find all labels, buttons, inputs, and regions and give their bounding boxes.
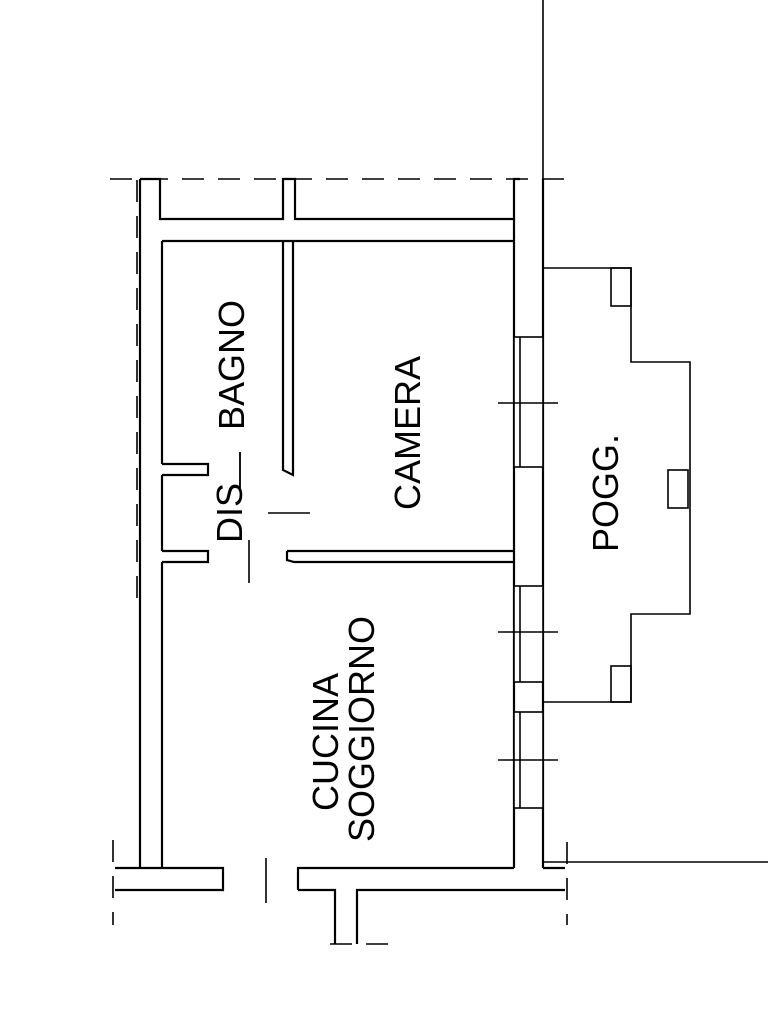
balcony-outline <box>543 267 691 703</box>
room-labels: BAGNO CAMERA DIS CUCINA SOGGIORNO POGG. <box>209 300 626 842</box>
room-label-soggiorno: SOGGIORNO <box>341 616 382 842</box>
windows <box>498 336 558 809</box>
room-label-camera: CAMERA <box>387 356 428 510</box>
room-label-cucina: CUCINA <box>305 673 346 811</box>
interior-walls <box>162 241 514 564</box>
room-label-dis: DIS <box>209 483 250 543</box>
door-marks <box>239 452 310 903</box>
room-label-pogg: POGG. <box>585 434 626 552</box>
exterior-walls <box>115 177 565 944</box>
room-label-bagno: BAGNO <box>211 300 252 430</box>
